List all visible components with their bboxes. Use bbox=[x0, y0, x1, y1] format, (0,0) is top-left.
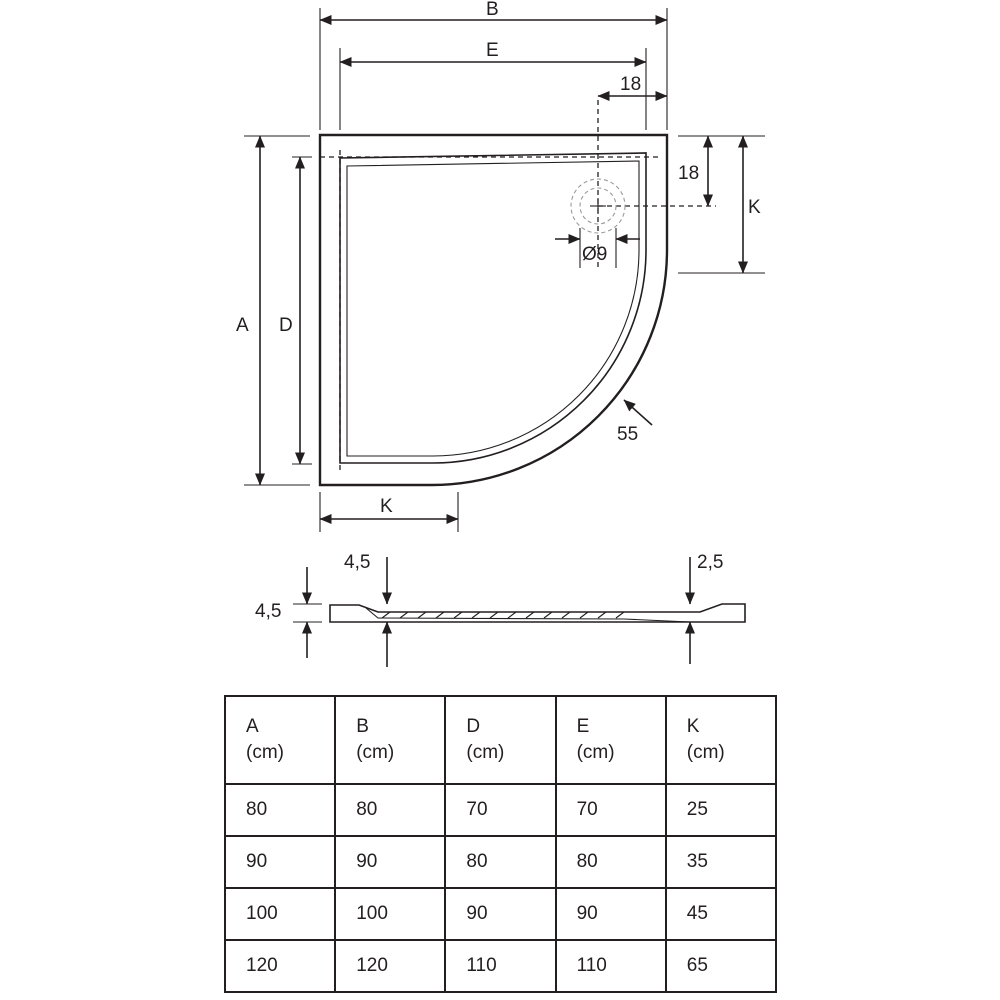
label-rim-right: 2,5 bbox=[697, 552, 723, 573]
table-cell: 45 bbox=[664, 887, 778, 941]
label-radius: 55 bbox=[617, 424, 638, 445]
header-letter: D bbox=[466, 716, 481, 737]
table-cell: 90 bbox=[444, 887, 557, 941]
section-profile-outer bbox=[329, 603, 746, 623]
header-unit: (cm) bbox=[576, 742, 615, 763]
table-row: 90 90 80 80 35 bbox=[223, 835, 778, 889]
table-cell: 70 bbox=[444, 783, 557, 837]
table-header-cell: A (cm) bbox=[223, 695, 337, 785]
label-B: B bbox=[486, 0, 499, 20]
table-cell: 100 bbox=[223, 887, 337, 941]
header-letter: E bbox=[576, 716, 590, 737]
label-K-right: K bbox=[748, 197, 761, 218]
header-letter: B bbox=[356, 716, 369, 737]
section-view: 4,5 4,5 2,5 bbox=[255, 552, 746, 667]
technical-drawing: Ø9 B E 18 18 K A D 55 bbox=[236, 0, 765, 667]
header-unit: (cm) bbox=[356, 742, 395, 763]
table-cell: 90 bbox=[334, 835, 447, 889]
table-header-cell: K (cm) bbox=[664, 695, 778, 785]
table-cell: 100 bbox=[334, 887, 447, 941]
table-cell: 70 bbox=[554, 783, 667, 837]
table-cell: 120 bbox=[223, 939, 337, 993]
tray-outer-outline bbox=[318, 133, 669, 487]
table-cell: 65 bbox=[664, 939, 778, 993]
radius-leader-arrow bbox=[623, 399, 653, 426]
label-right-18: 18 bbox=[678, 163, 699, 184]
table-cell: 80 bbox=[554, 835, 667, 889]
table-header-cell: B (cm) bbox=[334, 695, 447, 785]
table-row: 100 100 90 90 45 bbox=[223, 887, 778, 941]
table-cell: 35 bbox=[664, 835, 778, 889]
table-cell: 90 bbox=[223, 835, 337, 889]
table-cell: 110 bbox=[554, 939, 667, 993]
drain-diameter-label: Ø9 bbox=[582, 244, 607, 265]
label-A: A bbox=[236, 315, 249, 336]
table-cell: 80 bbox=[334, 783, 447, 837]
tray-inner-rim bbox=[339, 152, 647, 464]
header-unit: (cm) bbox=[466, 742, 505, 763]
table-cell: 25 bbox=[664, 783, 778, 837]
table-row: 120 120 110 110 65 bbox=[223, 939, 778, 993]
header-unit: (cm) bbox=[686, 742, 725, 763]
table-cell: 80 bbox=[223, 783, 337, 837]
table-row: 80 80 70 70 25 bbox=[223, 783, 778, 837]
label-K-bottom: K bbox=[380, 496, 393, 517]
drain-inner-circle bbox=[579, 187, 617, 225]
tray-inner-rim-2 bbox=[346, 160, 640, 457]
table-header-row: A (cm) B (cm) D (cm) E (cm) K (cm) bbox=[223, 695, 778, 785]
label-top-18: 18 bbox=[620, 74, 641, 95]
drain-outer-circle bbox=[570, 178, 626, 234]
table-cell: 110 bbox=[444, 939, 557, 993]
section-slope-line bbox=[365, 607, 691, 623]
header-letter: A bbox=[246, 716, 259, 737]
table-cell: 80 bbox=[444, 835, 557, 889]
table-cell: 120 bbox=[334, 939, 447, 993]
section-hatching bbox=[381, 611, 625, 619]
header-letter: K bbox=[686, 716, 700, 737]
table-cell: 90 bbox=[554, 887, 667, 941]
plan-view: Ø9 B E 18 18 K A D 55 bbox=[236, 0, 765, 532]
label-rim-left: 4,5 bbox=[344, 552, 370, 573]
table-header-cell: D (cm) bbox=[444, 695, 557, 785]
dimensions-table: A (cm) B (cm) D (cm) E (cm) K (cm) 80 80 70 7… bbox=[223, 695, 778, 993]
table-header-cell: E (cm) bbox=[554, 695, 667, 785]
label-D: D bbox=[279, 315, 293, 336]
header-unit: (cm) bbox=[246, 742, 284, 763]
label-E: E bbox=[486, 40, 499, 61]
label-left-depth: 4,5 bbox=[255, 601, 281, 622]
